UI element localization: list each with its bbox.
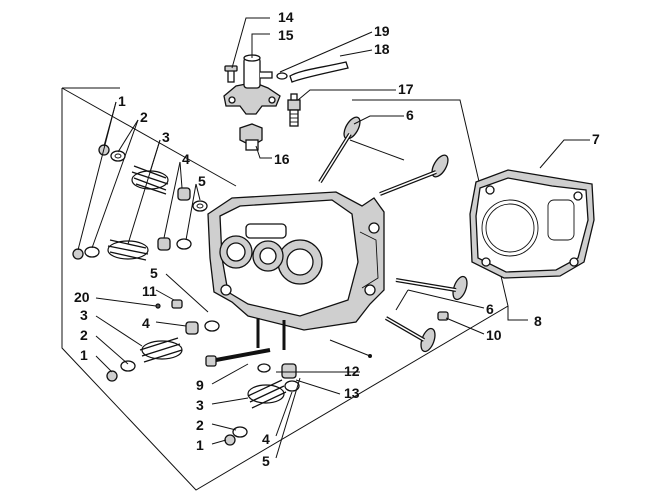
leader-8 (507, 306, 528, 321)
valve-right-1 (395, 275, 468, 301)
spring-3b (139, 337, 183, 363)
washer-5a2 (176, 238, 192, 250)
water-hose (289, 61, 349, 83)
cylinder-head-gasket (469, 169, 595, 279)
cap-2a2 (84, 246, 100, 258)
callout-4: 4 (182, 151, 190, 167)
callout-6: 6 (406, 107, 414, 123)
callout-17: 17 (398, 81, 414, 97)
callout-2: 2 (196, 417, 204, 433)
callout-5: 5 (262, 453, 270, 469)
leader-dot (368, 354, 372, 358)
callout-18: 18 (374, 41, 390, 57)
collet-1c (224, 434, 236, 446)
washer-5c (284, 380, 300, 392)
pin-11 (171, 299, 183, 309)
pin-20 (155, 303, 161, 309)
callout-3: 3 (80, 307, 88, 323)
head-studs (256, 318, 286, 350)
collet-1a2 (72, 248, 84, 260)
valve-top-1 (318, 116, 361, 184)
callout-5: 5 (150, 265, 158, 281)
callout-6: 6 (486, 301, 494, 317)
assembly-boundary (61, 87, 509, 491)
cylinder-head (207, 191, 385, 331)
callout-13: 13 (344, 385, 360, 401)
callout-1: 1 (118, 93, 126, 109)
callout-3: 3 (196, 397, 204, 413)
callout-8: 8 (534, 313, 542, 329)
callout-11: 11 (142, 283, 157, 299)
seal-13 (281, 363, 297, 379)
leader-lines (77, 17, 590, 459)
callout-20: 20 (74, 289, 90, 305)
callout-16: 16 (274, 151, 290, 167)
seal-4b (185, 321, 199, 335)
screw-10 (437, 311, 449, 321)
callout-9: 9 (196, 377, 204, 393)
callout-1: 1 (196, 437, 204, 453)
callout-19: 19 (374, 23, 390, 39)
callout-2: 2 (140, 109, 148, 125)
o-ring-12 (257, 363, 271, 373)
washer-5b (204, 320, 220, 332)
callout-1: 1 (80, 347, 88, 363)
valve-right-2 (384, 316, 436, 353)
cap-2a (110, 150, 126, 162)
valve-top-2 (379, 154, 449, 196)
spring-3c (247, 379, 287, 409)
washer-5a (192, 200, 208, 212)
temperature-sender (287, 93, 301, 127)
thermostat (239, 123, 263, 151)
housing-screw (224, 65, 238, 83)
spring-3a (131, 165, 169, 195)
thermostat-housing (223, 54, 281, 115)
callout-14: 14 (278, 9, 294, 25)
callout-7: 7 (592, 131, 600, 147)
callout-4: 4 (142, 315, 150, 331)
collet-1b (106, 370, 118, 382)
callout-4: 4 (262, 431, 270, 447)
callout-12: 12 (344, 363, 360, 379)
cap-2b (120, 360, 136, 372)
bolt-9 (205, 348, 271, 367)
callout-15: 15 (278, 27, 294, 43)
seal-4a2 (157, 237, 171, 251)
callout-2: 2 (80, 327, 88, 343)
cap-2c (232, 426, 248, 438)
seal-4a (177, 187, 191, 201)
callout-5: 5 (198, 173, 206, 189)
o-ring-small (276, 72, 288, 80)
callout-3: 3 (162, 129, 170, 145)
callout-10: 10 (486, 327, 502, 343)
